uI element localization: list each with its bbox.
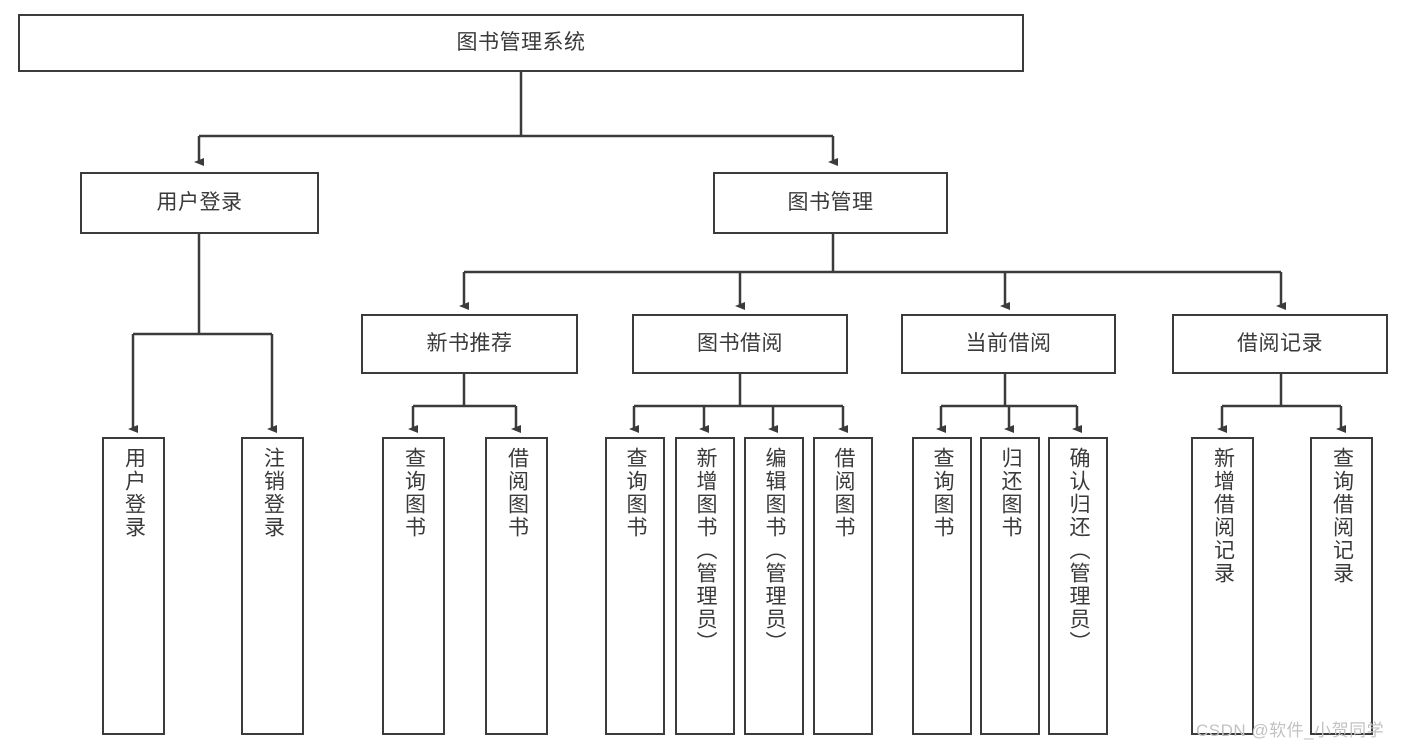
node-leaf-edit-book[interactable]: 编辑图书（管理员） bbox=[744, 437, 804, 735]
node-leaf-query-book-2-label: 查询图书 bbox=[624, 447, 648, 539]
node-leaf-borrow-book-2[interactable]: 借阅图书 bbox=[813, 437, 873, 735]
node-leaf-query-book-1[interactable]: 查询图书 bbox=[382, 437, 445, 735]
node-root[interactable]: 图书管理系统 bbox=[18, 14, 1024, 72]
node-book-manage-label: 图书管理 bbox=[787, 190, 874, 214]
node-user-login[interactable]: 用户登录 bbox=[80, 172, 319, 234]
node-leaf-add-record[interactable]: 新增借阅记录 bbox=[1191, 437, 1254, 735]
node-current-borrow[interactable]: 当前借阅 bbox=[901, 314, 1116, 374]
node-borrow-record[interactable]: 借阅记录 bbox=[1172, 314, 1388, 374]
node-root-label: 图书管理系统 bbox=[456, 30, 586, 54]
node-leaf-edit-book-label: 编辑图书（管理员） bbox=[763, 447, 787, 654]
node-new-book-rec-label: 新书推荐 bbox=[426, 331, 513, 355]
node-leaf-confirm-return-label: 确认归还（管理员） bbox=[1067, 447, 1091, 654]
node-leaf-borrow-book-1[interactable]: 借阅图书 bbox=[485, 437, 548, 735]
csdn-watermark: CSDN @软件_小贺同学 bbox=[1196, 721, 1385, 740]
node-leaf-return-book[interactable]: 归还图书 bbox=[980, 437, 1040, 735]
node-new-book-rec[interactable]: 新书推荐 bbox=[361, 314, 578, 374]
node-leaf-borrow-book-1-label: 借阅图书 bbox=[505, 447, 529, 539]
node-current-borrow-label: 当前借阅 bbox=[965, 331, 1052, 355]
node-book-manage[interactable]: 图书管理 bbox=[713, 172, 948, 234]
node-leaf-user-login[interactable]: 用户登录 bbox=[102, 437, 165, 735]
node-leaf-confirm-return[interactable]: 确认归还（管理员） bbox=[1048, 437, 1108, 735]
node-user-login-label: 用户登录 bbox=[156, 190, 243, 214]
node-leaf-add-book-label: 新增图书（管理员） bbox=[694, 447, 718, 654]
node-leaf-user-logout[interactable]: 注销登录 bbox=[241, 437, 304, 735]
node-leaf-query-book-3-label: 查询图书 bbox=[931, 447, 955, 539]
node-leaf-query-book-2[interactable]: 查询图书 bbox=[605, 437, 665, 735]
node-leaf-borrow-book-2-label: 借阅图书 bbox=[832, 447, 856, 539]
node-leaf-return-book-label: 归还图书 bbox=[999, 447, 1023, 539]
node-leaf-query-record[interactable]: 查询借阅记录 bbox=[1310, 437, 1373, 735]
node-borrow-record-label: 借阅记录 bbox=[1237, 331, 1323, 355]
node-book-borrow[interactable]: 图书借阅 bbox=[632, 314, 848, 374]
node-leaf-add-book[interactable]: 新增图书（管理员） bbox=[675, 437, 735, 735]
node-leaf-query-record-label: 查询借阅记录 bbox=[1330, 447, 1354, 585]
node-leaf-query-book-1-label: 查询图书 bbox=[402, 447, 426, 539]
node-leaf-query-book-3[interactable]: 查询图书 bbox=[912, 437, 972, 735]
node-leaf-user-login-label: 用户登录 bbox=[122, 447, 146, 539]
node-book-borrow-label: 图书借阅 bbox=[697, 331, 783, 355]
node-leaf-user-logout-label: 注销登录 bbox=[261, 447, 285, 539]
node-leaf-add-record-label: 新增借阅记录 bbox=[1211, 447, 1235, 585]
